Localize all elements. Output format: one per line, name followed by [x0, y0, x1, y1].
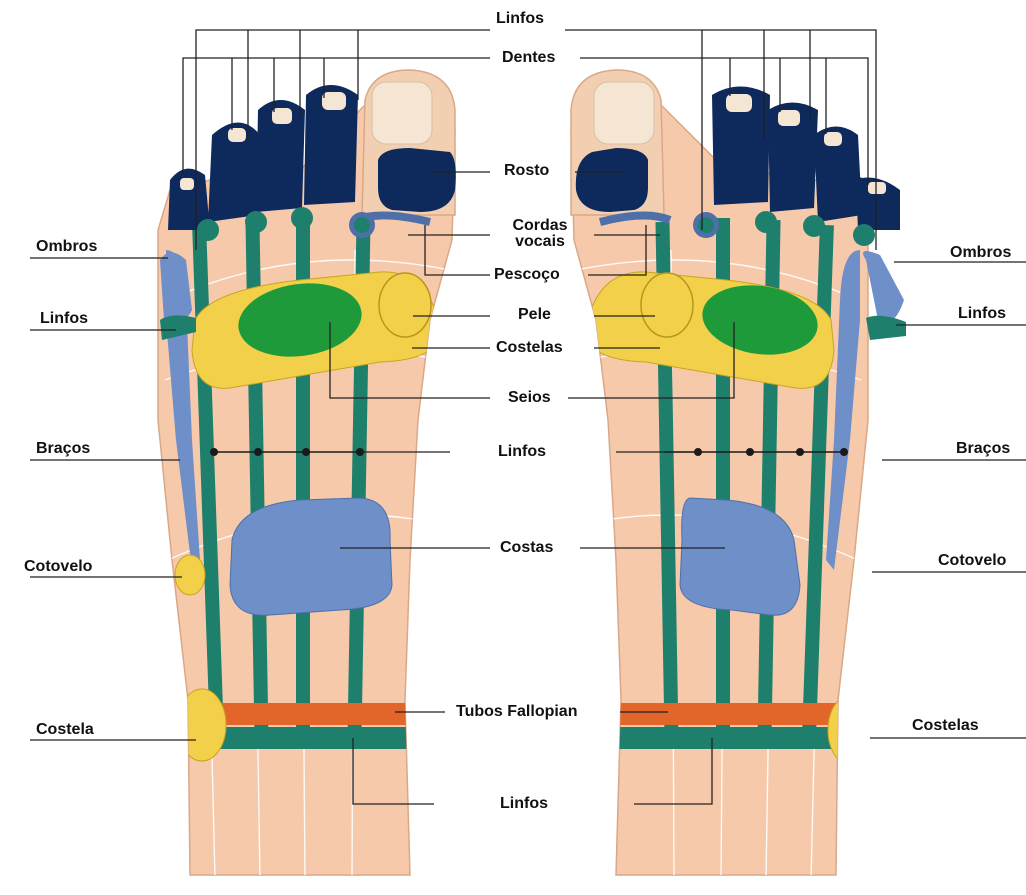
right-fallopian-band [611, 703, 836, 725]
left-toes [168, 70, 456, 241]
label-seios: Seios [508, 389, 551, 407]
label-costas: Costas [500, 539, 553, 557]
right-lymph-side [866, 316, 906, 340]
left-back-zone [230, 498, 392, 615]
label-linfos-mid: Linfos [498, 443, 546, 461]
left-rib-zone [178, 689, 226, 761]
left-skin-zone [379, 273, 431, 337]
label-right-cotovelo: Cotovelo [938, 552, 1006, 570]
label-right-costelas: Costelas [912, 717, 979, 735]
label-left-cotovelo: Cotovelo [24, 558, 92, 576]
label-left-ombros: Ombros [36, 238, 97, 256]
label-pescoco: Pescoço [494, 266, 560, 284]
label-dentes: Dentes [502, 49, 555, 67]
label-left-linfos: Linfos [40, 310, 88, 328]
label-rosto: Rosto [504, 162, 549, 180]
label-cordas: Cordas [496, 218, 584, 234]
label-pele: Pele [518, 306, 551, 324]
right-skin-zone [641, 273, 693, 337]
right-face-zone [576, 148, 648, 212]
label-linfos-bottom: Linfos [500, 795, 548, 813]
label-right-linfos: Linfos [958, 305, 1006, 323]
right-lymph-band [611, 727, 836, 749]
right-rib-zone [828, 694, 876, 766]
label-left-bracos: Braços [36, 440, 90, 458]
label-tubos-fallopian: Tubos Fallopian [456, 703, 577, 721]
left-face-zone [378, 148, 456, 212]
label-left-costela: Costela [36, 721, 94, 739]
label-right-bracos: Braços [956, 440, 1010, 458]
left-elbow-zone [175, 555, 205, 595]
left-foot [158, 70, 456, 880]
label-vocais: vocais [496, 234, 584, 250]
label-cordas-vocais: Cordas vocais [496, 218, 584, 250]
label-linfos-top: Linfos [496, 10, 544, 28]
label-right-ombros: Ombros [950, 244, 1011, 262]
right-elbow-zone [855, 558, 885, 598]
right-foot [571, 70, 906, 880]
label-costelas: Costelas [496, 339, 563, 357]
